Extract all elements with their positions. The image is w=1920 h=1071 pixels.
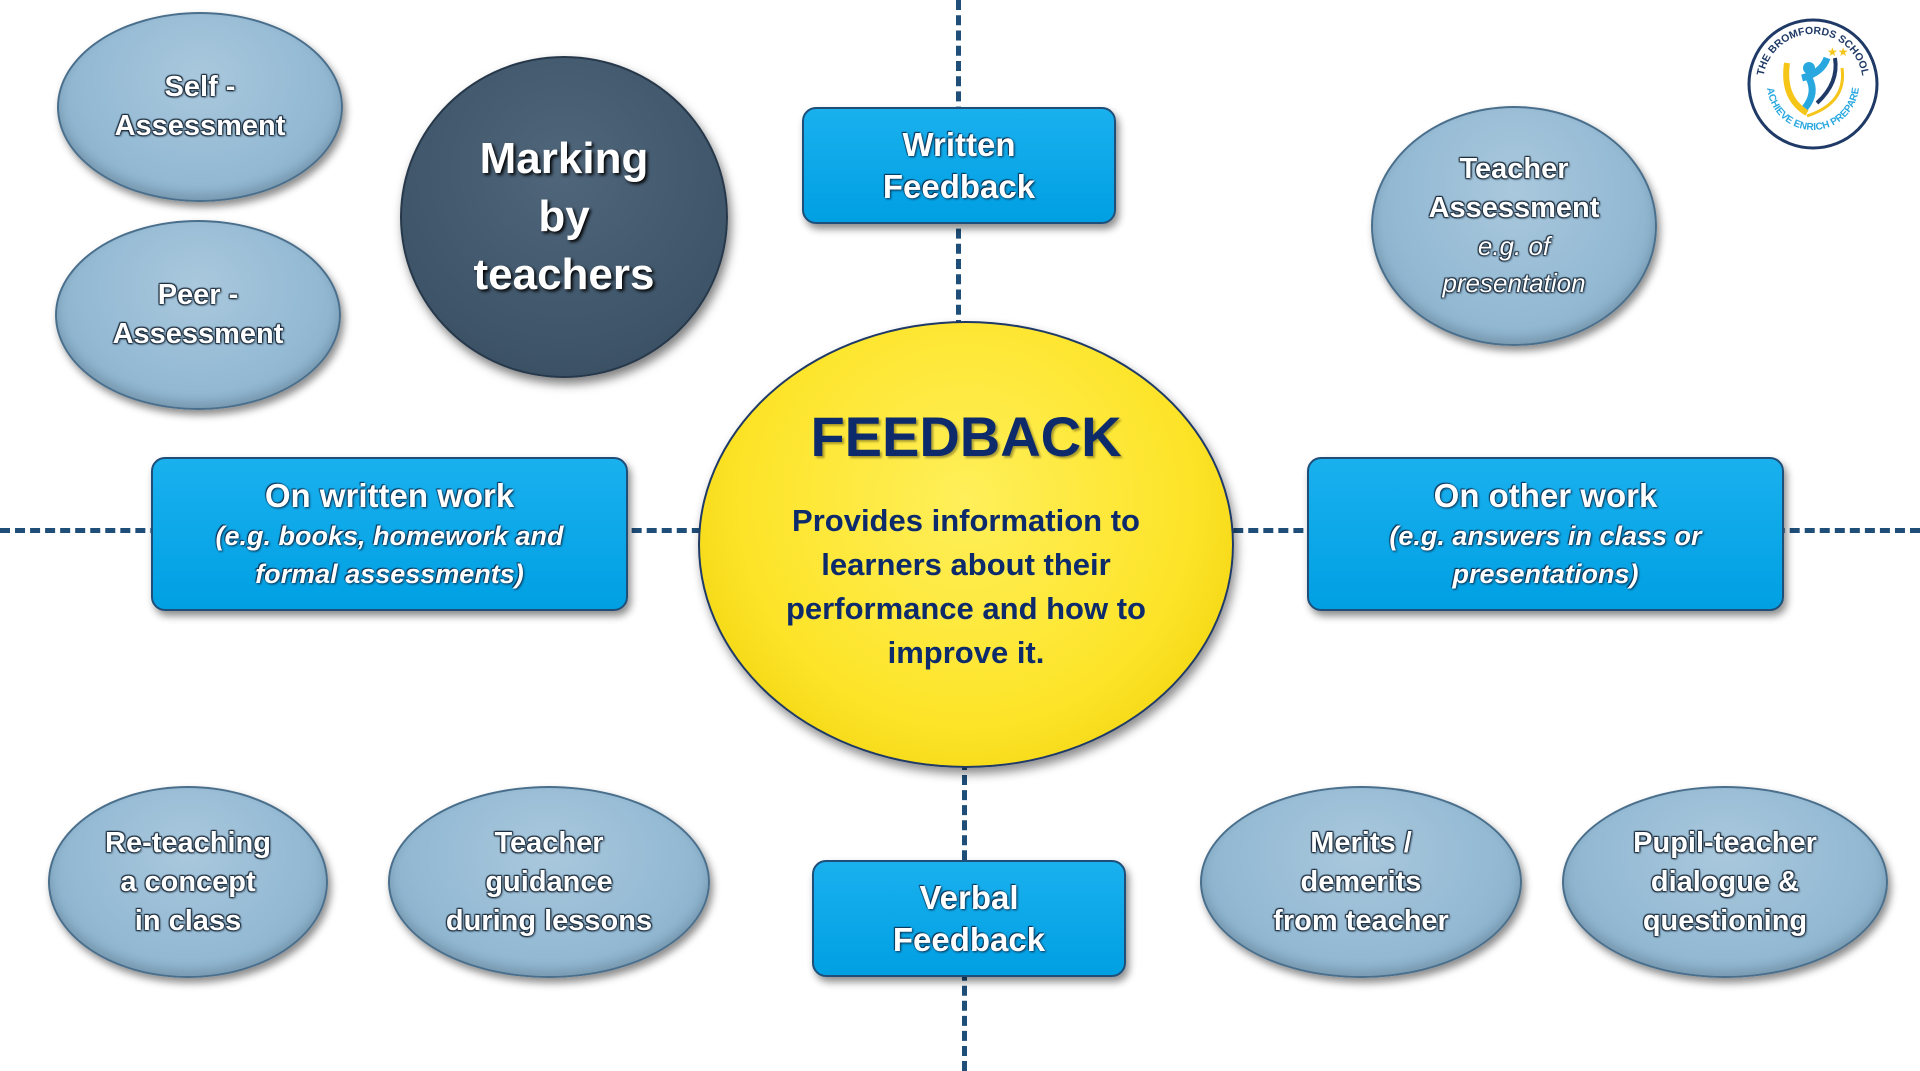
- subtitle: formal assessments): [255, 559, 524, 589]
- on-written-work-box: On written work (e.g. books, homework and…: [151, 457, 628, 611]
- label: Assessment: [1428, 192, 1600, 224]
- feedback-description: Provides information to learners about t…: [786, 503, 1146, 670]
- label: Peer -: [157, 279, 239, 311]
- label: Self -: [164, 71, 236, 103]
- label: Teacher: [1459, 153, 1569, 185]
- self-assessment-ellipse: Self - Assessment: [57, 12, 343, 202]
- subtitle: presentations): [1452, 559, 1639, 589]
- label: Assessment: [112, 318, 284, 350]
- label: Teacher: [494, 826, 604, 859]
- label: in class: [134, 904, 242, 937]
- title: On other work: [1433, 477, 1658, 514]
- feedback-title: FEEDBACK: [810, 405, 1122, 468]
- label: Feedback: [892, 920, 1046, 958]
- title: On written work: [264, 477, 515, 514]
- label: Verbal: [919, 878, 1019, 916]
- label: Assessment: [114, 110, 286, 142]
- label: Pupil-teacher: [1633, 826, 1817, 859]
- label: guidance: [485, 865, 613, 898]
- school-logo: THE BROMFORDS SCHOOL ACHIEVE ENRICH PREP…: [1747, 18, 1879, 150]
- label: during lessons: [445, 904, 653, 937]
- label: Merits /: [1310, 826, 1412, 859]
- label: questioning: [1642, 904, 1808, 937]
- subtitle: (e.g. answers in class or: [1389, 521, 1702, 551]
- teacher-guidance-ellipse: Teacher guidance during lessons: [388, 786, 710, 978]
- reteaching-ellipse: Re-teaching a concept in class: [48, 786, 328, 978]
- marking-by-teachers-circle: Marking by teachers: [400, 56, 728, 378]
- label: a concept: [120, 865, 256, 898]
- on-other-work-box: On other work (e.g. answers in class or pr…: [1307, 457, 1784, 611]
- label: Marking: [479, 134, 649, 183]
- label: Written: [902, 125, 1016, 163]
- svg-text:★★: ★★: [1827, 45, 1849, 59]
- label: Re-teaching: [105, 826, 271, 859]
- label: teachers: [473, 250, 655, 299]
- label: Feedback: [882, 167, 1036, 205]
- label: from teacher: [1273, 904, 1449, 937]
- label: presentation: [1442, 268, 1586, 298]
- label: demerits: [1300, 865, 1422, 898]
- subtitle: (e.g. books, homework and: [215, 521, 564, 551]
- feedback-center-ellipse: FEEDBACK Provides information to learner…: [698, 321, 1234, 768]
- merits-ellipse: Merits / demerits from teacher: [1200, 786, 1522, 978]
- pupil-teacher-dialogue-ellipse: Pupil-teacher dialogue & questioning: [1562, 786, 1888, 978]
- peer-assessment-ellipse: Peer - Assessment: [55, 220, 341, 410]
- label: e.g. of: [1477, 231, 1551, 261]
- label: dialogue &: [1650, 865, 1800, 898]
- label: by: [538, 192, 590, 241]
